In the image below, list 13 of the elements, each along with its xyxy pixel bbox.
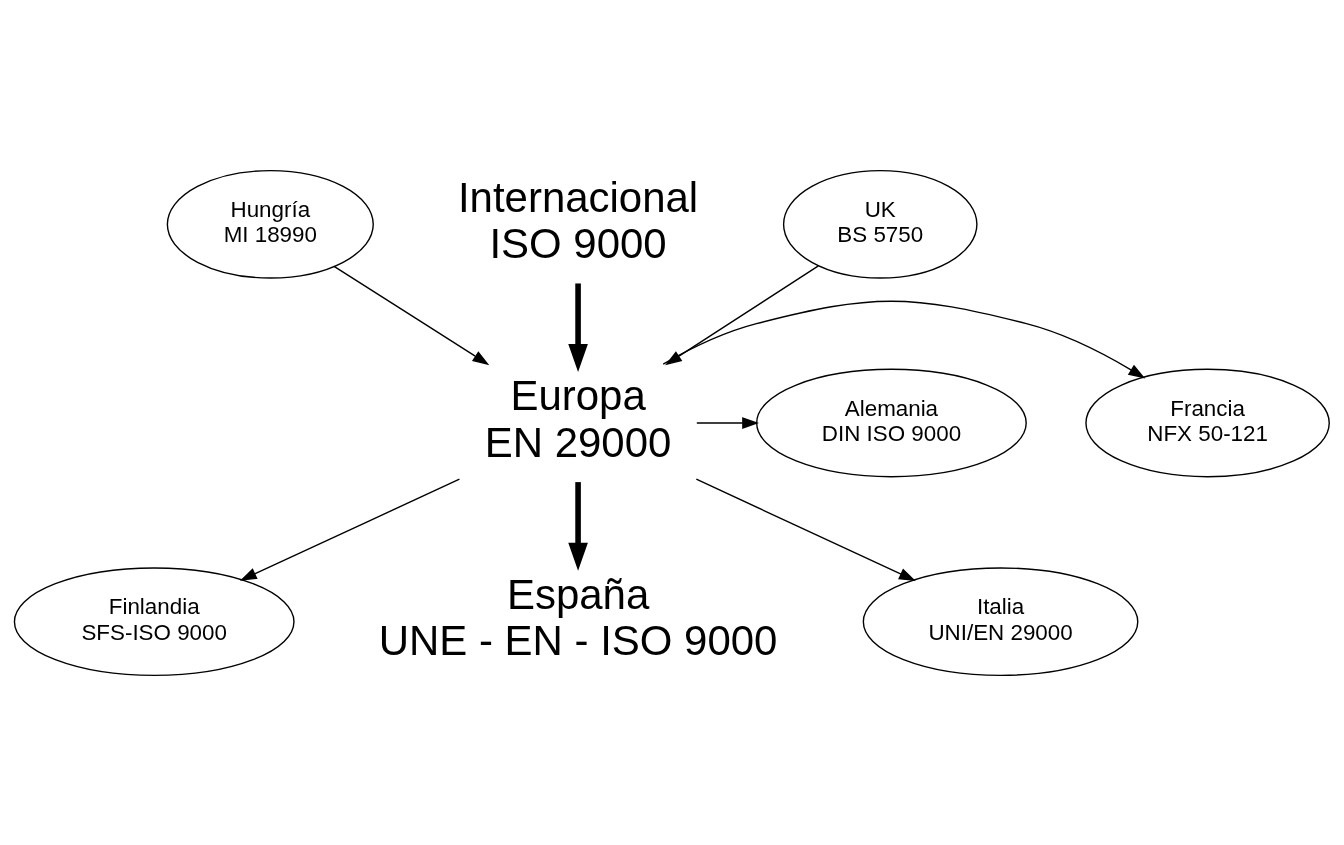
arrow [696,416,759,429]
arrow [695,478,916,581]
node-text: Internacional ISO 9000 [457,173,699,267]
arrow [333,265,490,365]
arrow [239,478,461,581]
node-ellipse: Alemania DIN ISO 9000 [755,368,1027,477]
arrow [568,481,588,571]
arrow [568,282,588,372]
node-ellipse: Hungría MI 18990 [166,169,374,279]
node-text: Europa EN 29000 [484,371,672,466]
node-ellipse: UK BS 5750 [782,169,978,279]
node-ellipse: Francia NFX 50-121 [1085,368,1330,477]
node-text: España UNE - EN - ISO 9000 [378,570,778,664]
